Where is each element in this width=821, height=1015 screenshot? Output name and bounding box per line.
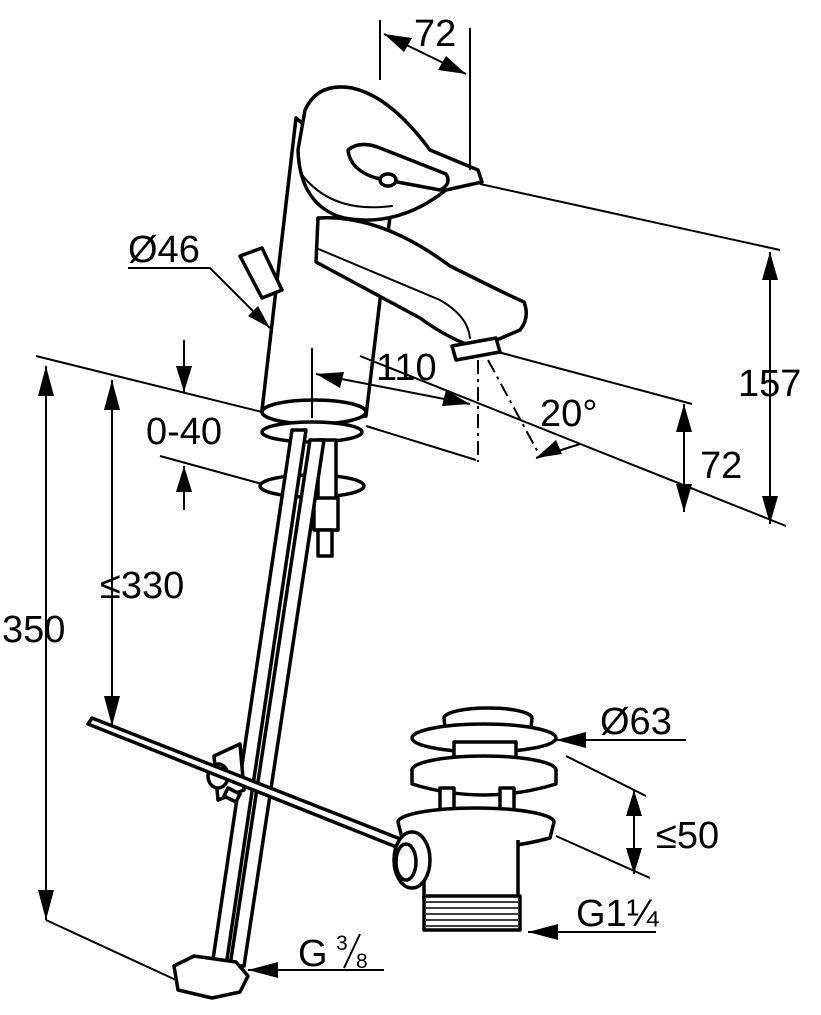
spout-angle-label: 20° (540, 393, 597, 435)
spout-height-label: 72 (700, 445, 742, 487)
body-diameter-label: Ø46 (128, 229, 200, 271)
lever-depth-label: 72 (414, 13, 456, 55)
faucet-lever (296, 85, 484, 222)
waste-thread-label: G1¼ (576, 893, 660, 935)
connection-thread-prefix: G (298, 933, 328, 975)
waste-diameter-label: Ø63 (600, 701, 672, 743)
overall-length-label: 350 (2, 609, 65, 651)
hose-length-label: ≤330 (100, 565, 184, 607)
total-height-label: 157 (738, 363, 801, 405)
connection-thread-denominator: 8 (356, 950, 368, 973)
connection-thread-numerator: 3 (336, 932, 348, 955)
mounting-hardware (172, 420, 366, 1000)
connection-thread-label: G 3 8 (298, 932, 368, 975)
waste-fitting (392, 706, 558, 932)
spout-projection-label: 110 (376, 347, 437, 389)
waste-stroke-label: ≤50 (656, 815, 719, 857)
dimension-lines (35, 20, 787, 981)
deck-thickness-label: 0-40 (146, 411, 222, 453)
faucet-spout (314, 215, 528, 362)
